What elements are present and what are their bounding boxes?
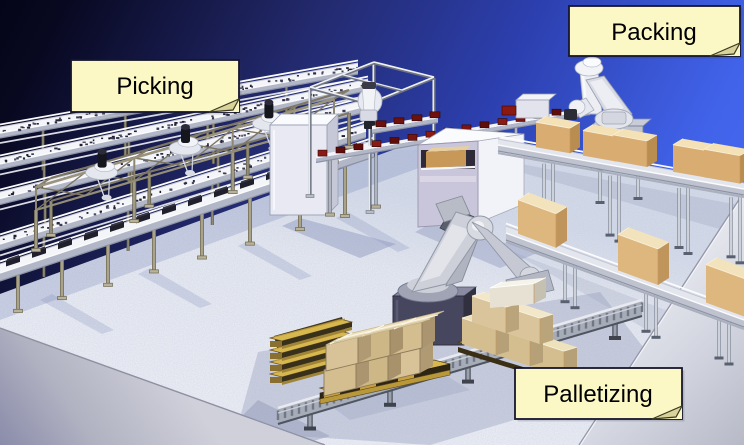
svg-text:Palletizing: Palletizing (543, 381, 652, 408)
svg-text:Packing: Packing (611, 19, 696, 46)
svg-text:Picking: Picking (116, 73, 193, 100)
